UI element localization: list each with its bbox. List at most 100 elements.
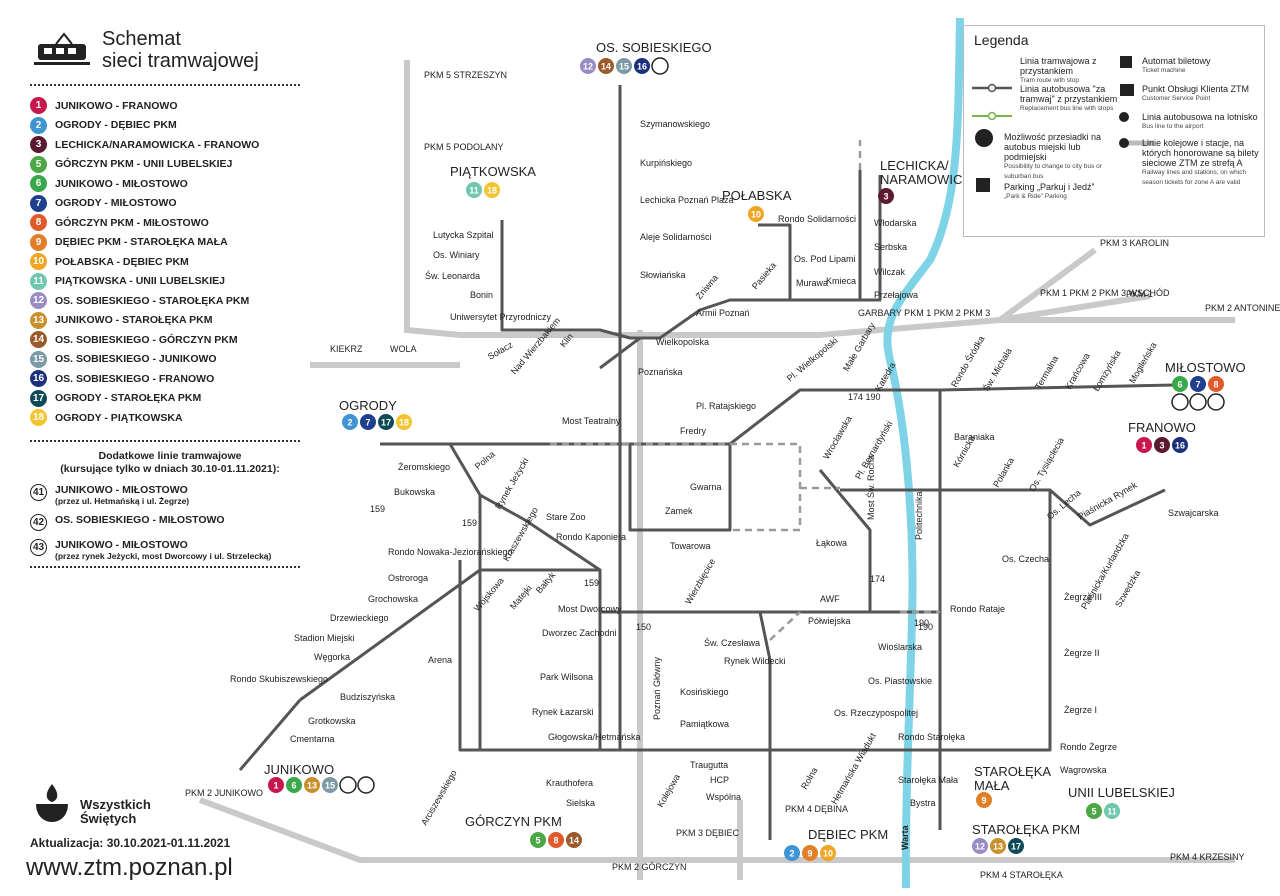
line-badge [322, 777, 338, 793]
legend-label: Linia autobusowa na lotnisko [1142, 112, 1258, 122]
stop-label: Wojskowa [472, 576, 506, 614]
bus-transfer-icon [975, 129, 993, 147]
line-badge-number: 41 [343, 781, 353, 791]
legend-label: Możliwość przesiadki na autobus miejski … [1004, 132, 1102, 162]
stop-label: Rondo Śródka [948, 334, 986, 389]
stop-label: Rondo Solidarności [778, 214, 856, 224]
stop-label: Bystra [910, 798, 936, 808]
rail-label: PKM 2 ANTONINEK [1205, 303, 1280, 313]
stop-label: Matejki [508, 583, 534, 611]
line-route: DĘBIEC PKM - STAROŁĘKA MAŁA [55, 236, 228, 249]
line-badge [990, 838, 1006, 854]
line-badge [878, 188, 894, 204]
divider [30, 440, 300, 442]
divider [30, 84, 300, 86]
legend-item: Linie kolejowe i stacje, na których hono… [1142, 138, 1260, 188]
line-badge-number: 2 [789, 849, 794, 859]
line-badge [396, 414, 412, 430]
line-badge-number: 17 [381, 418, 391, 428]
line-badge-number: 42 [1193, 398, 1203, 408]
line-row: 8 GÓRCZYN PKM - MIŁOSTOWO [30, 213, 310, 233]
stop-label: Kmieca [826, 276, 856, 286]
stop-label: Żegrze III [1064, 592, 1102, 602]
line-badge [1136, 437, 1152, 453]
stop-label: Wagrowska [1060, 765, 1107, 775]
legend-item: Parking „Parkuj i Jedź”„Park & Ride” Par… [1004, 182, 1104, 202]
stop-label: Wioślarska [878, 642, 922, 652]
stop-label: Rynek Jeżycki [493, 456, 530, 511]
stop-label: Szwedzka [1113, 568, 1142, 609]
legend-bus-stop-symbol [987, 111, 997, 121]
line-badge [598, 58, 614, 74]
stop-label: Drzewieckiego [330, 613, 389, 623]
stop-label: Termalna [1033, 354, 1060, 391]
stop-label: Pamiątkowa [680, 719, 729, 729]
line-badge-number: 7 [1195, 380, 1200, 390]
line-badge-number: 13 [993, 842, 1003, 852]
legend-stop-symbol [987, 83, 997, 93]
line-badge-number: 43 [1211, 398, 1221, 408]
line-badge: 42 [30, 514, 47, 531]
line-route: GÓRCZYN PKM - MIŁOSTOWO [55, 216, 209, 229]
website-link[interactable]: www.ztm.poznan.pl [26, 854, 233, 881]
bus-line-label: 174 [870, 574, 885, 584]
stop-label: Poznań Główny [652, 656, 662, 720]
line-badge-number: 5 [1091, 807, 1096, 817]
stop-label: Pl. Ratajskiego [696, 401, 756, 411]
stop-label: Rondo Skubiszewskiego [230, 674, 328, 684]
stop-label: Rolna [799, 766, 819, 791]
line-badge-number: 15 [619, 62, 629, 72]
line-badge-number: 9 [981, 796, 986, 806]
terminal-name: JUNIKOWO [264, 762, 334, 777]
line-route: OS. SOBIESKIEGO - STAROŁĘKA PKM [55, 294, 250, 307]
legend-label-en: Possibility to change to city bus or sub… [1004, 163, 1102, 180]
rail-station-icon [1119, 138, 1129, 148]
terminal-name: OS. SOBIESKIEGO [596, 40, 712, 55]
terminal-name: POŁABSKA [722, 188, 792, 203]
stop-label: Rondo Starołęka [898, 732, 965, 742]
stop-label: Baraniaka [954, 432, 995, 442]
stop-label: Cmentarna [290, 734, 335, 744]
line-badge-number: 3 [883, 192, 888, 202]
rail-label: PKM 2 GÓRCZYN [612, 862, 687, 872]
airport-bus-icon [1119, 112, 1129, 122]
rail-label: PKM 3 KAROLIN [1100, 238, 1169, 248]
line-badge [484, 182, 500, 198]
line-route: OS. SOBIESKIEGO - GÓRCZYN PKM [55, 333, 238, 346]
line-route-note: (przez rynek Jeżycki, most Dworcowy i ul… [55, 551, 272, 561]
terminal-name: LECHICKA/ [880, 158, 949, 173]
line-badge [1008, 838, 1024, 854]
stop-label: Rynek Wildecki [724, 656, 786, 666]
stop-label: Traugutta [690, 760, 728, 770]
stop-label: Wspólna [706, 792, 741, 802]
line-route: OS. SOBIESKIEGO - FRANOWO [55, 372, 215, 385]
line-badge [802, 845, 818, 861]
line-badge-number: 3 [1159, 441, 1164, 451]
line-badge-number: 6 [291, 781, 296, 791]
update-date: Aktualizacja: 30.10.2021-01.11.2021 [30, 836, 231, 850]
rail-label: PKM 4 DĘBINA [785, 804, 848, 814]
line-badge: 15 [30, 350, 47, 368]
cemetery-line-1: Wszystkich [80, 797, 151, 812]
stop-label: Uniwersytet Przyrodniczy [450, 312, 552, 322]
line-badge-number: 1 [273, 781, 278, 791]
stop-label: Os. Piastowskie [868, 676, 932, 686]
terminal-name: STAROŁĘKA [974, 764, 1051, 779]
stop-label: Pasieka [750, 260, 778, 291]
line-badge-number: 41 [1175, 398, 1185, 408]
stop-label: Przełajowa [874, 290, 918, 300]
line-badge: 8 [30, 214, 47, 232]
rail-label: PKM 2 JUNIKOWO [185, 788, 263, 798]
